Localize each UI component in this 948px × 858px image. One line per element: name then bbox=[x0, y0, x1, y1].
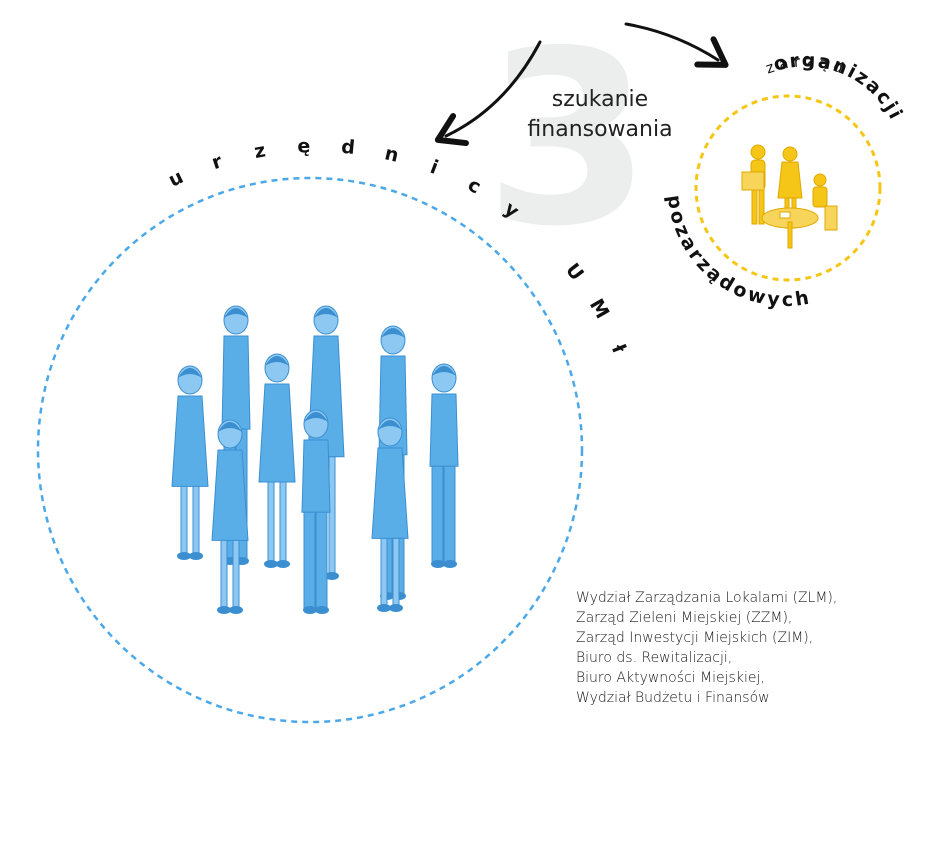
step-number: 3 bbox=[485, 0, 652, 279]
officials-label-letter: M bbox=[585, 295, 613, 322]
officials-circle bbox=[36, 176, 584, 724]
arrow-to-officials bbox=[434, 40, 542, 147]
department-item: Zarząd Zieleni Miejskiej (ZZM), bbox=[576, 610, 793, 626]
arrow-to-ngo bbox=[624, 22, 729, 68]
department-list: Wydział Zarządzania Lokalami (ZLM), Zarz… bbox=[576, 588, 936, 708]
official-figure bbox=[429, 363, 459, 568]
ngo-circle bbox=[694, 94, 882, 282]
officials-label-letter: ł bbox=[606, 340, 630, 357]
ngo-team-illustration bbox=[741, 144, 838, 249]
department-item: Biuro Aktywności Miejskiej, bbox=[576, 670, 765, 686]
department-item: Biuro ds. Rewitalizacji, bbox=[576, 650, 733, 666]
officials-label-letter: c bbox=[464, 174, 484, 199]
department-item: Wydział Zarządzania Lokalami (ZLM), bbox=[576, 590, 838, 606]
department-item: Zarząd Inwestycji Miejskich (ZIM), bbox=[576, 630, 814, 646]
officials-label-letter: z bbox=[253, 139, 268, 163]
officials-label-letter: u bbox=[165, 166, 187, 192]
arrow-label-line2: finansowania bbox=[527, 117, 672, 142]
official-figure bbox=[211, 419, 249, 614]
official-figure bbox=[301, 409, 331, 614]
arrow-label-line1: szukanie bbox=[552, 87, 648, 112]
officials-label-letter: ę bbox=[297, 135, 311, 158]
official-figure bbox=[371, 417, 409, 612]
official-figure bbox=[171, 365, 209, 560]
officials-label-letter: d bbox=[340, 136, 356, 159]
department-item: Wydział Budżetu i Finansów bbox=[576, 690, 770, 706]
official-figure bbox=[258, 353, 296, 568]
officials-label-letter: n bbox=[383, 142, 401, 167]
group-of-city-officials-illustration bbox=[171, 305, 459, 614]
officials-label-letter: i bbox=[427, 156, 441, 179]
officials-label-letter: r bbox=[209, 150, 225, 174]
